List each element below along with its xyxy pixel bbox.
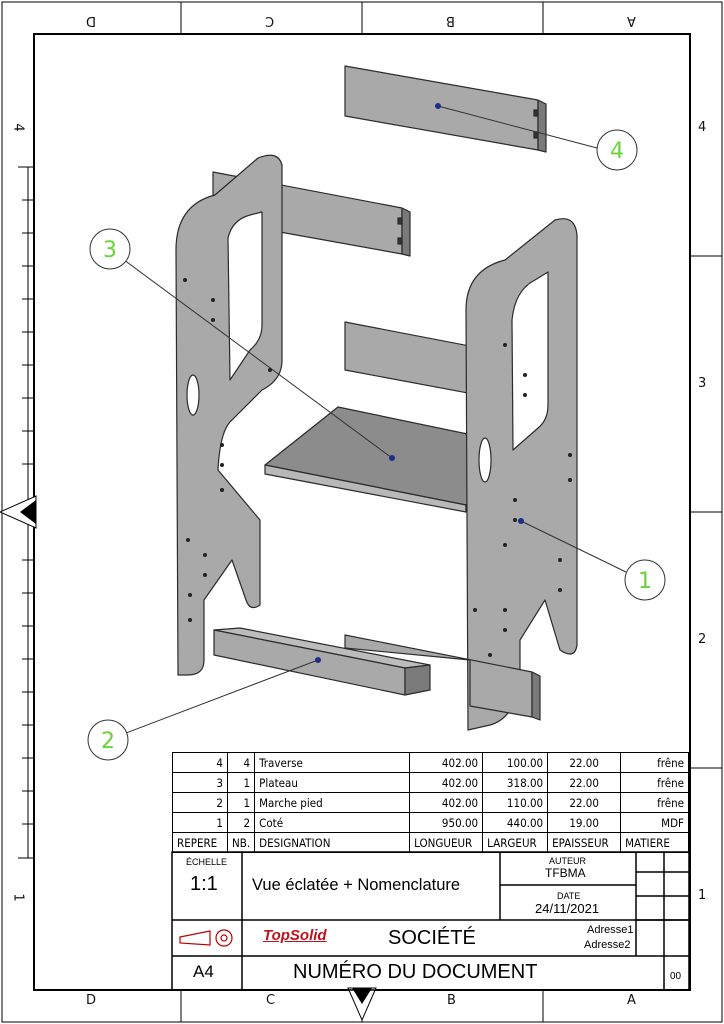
- bom-row: 1 2 Coté 950.00 440.00 19.00 MDF: [172, 812, 689, 833]
- traverse-top-right: [344, 65, 547, 153]
- bill-of-materials: 4 4 Traverse 402.00 100.00 22.00 frêne 3…: [172, 752, 689, 853]
- bom-nb: 1: [226, 772, 256, 793]
- zone-top-d: D: [86, 13, 97, 28]
- bom-largeur: 110.00: [482, 792, 549, 813]
- address-line-1: Adresse1: [587, 924, 634, 936]
- zone-bottom-d: D: [86, 993, 97, 1008]
- leader-lines: [119, 105, 627, 734]
- zone-bottom-b: B: [447, 993, 456, 1008]
- bom-header-designation: DESIGNATION: [254, 832, 411, 853]
- bom-matiere: frêne: [620, 772, 689, 793]
- projection-symbol-icon: [179, 929, 233, 947]
- bom-header-matiere: MATIERE: [620, 832, 689, 853]
- date-value: 24/11/2021: [535, 901, 600, 916]
- scale-label: ÉCHELLE: [186, 857, 228, 867]
- paper-format: A4: [193, 962, 214, 981]
- zone-right-2: 2: [698, 632, 707, 647]
- bom-designation: Marche pied: [254, 792, 411, 813]
- document-number: NUMÉRO DU DOCUMENT: [293, 961, 538, 983]
- balloon-1: [624, 559, 666, 601]
- bom-row: 4 4 Traverse 402.00 100.00 22.00 frêne: [172, 752, 689, 773]
- bom-designation: Traverse: [254, 752, 411, 773]
- balloon-2: [87, 719, 129, 761]
- bom-nb: 2: [226, 812, 256, 833]
- zone-bottom-c: C: [266, 993, 276, 1008]
- bom-header-row: REPERE NB. DESIGNATION LONGUEUR LARGEUR …: [172, 832, 689, 853]
- balloon-label-1: 1: [638, 569, 652, 594]
- bom-header-repere: REPERE: [172, 832, 228, 853]
- side-panel-right: [465, 218, 578, 731]
- bom-designation: Coté: [254, 812, 411, 833]
- bom-nb: 4: [226, 752, 256, 773]
- zone-right-1: 1: [698, 888, 707, 903]
- bom-longueur: 950.00: [409, 812, 484, 833]
- company-name: SOCIÉTÉ: [388, 927, 476, 949]
- zone-bottom-a: A: [627, 993, 636, 1008]
- centering-mark-left-fill: [20, 500, 36, 524]
- balloon-3: [89, 228, 131, 270]
- centering-mark-bottom-fill: [352, 988, 372, 1004]
- zone-right-3: 3: [698, 376, 707, 391]
- leader-dots: [315, 103, 524, 663]
- bom-largeur: 440.00: [482, 812, 549, 833]
- author-label: AUTEUR: [549, 856, 587, 866]
- zone-left-1: 1: [10, 893, 26, 902]
- balloons: [87, 129, 666, 761]
- bom-longueur: 402.00: [409, 792, 484, 813]
- zone-top-b: B: [446, 13, 455, 28]
- bom-header-largeur: LARGEUR: [482, 832, 549, 853]
- balloon-label-2: 2: [101, 729, 115, 754]
- scale-value: 1:1: [190, 873, 218, 895]
- zone-top-c: C: [265, 13, 275, 28]
- bom-epaisseur: 19.00: [547, 812, 622, 833]
- bom-designation: Plateau: [254, 772, 411, 793]
- date-label: DATE: [557, 891, 581, 901]
- zone-ticks: [180, 2, 722, 1022]
- drawing-title: Vue éclatée + Nomenclature: [252, 876, 461, 894]
- topsolid-logo: TopSolid: [263, 927, 327, 944]
- bom-epaisseur: 22.00: [547, 792, 622, 813]
- balloon-4: [596, 129, 638, 171]
- bom-matiere: frêne: [620, 792, 689, 813]
- zone-right-4: 4: [698, 120, 707, 135]
- title-block-frame: [171, 851, 690, 991]
- bom-header-longueur: LONGUEUR: [409, 832, 484, 853]
- zone-top-a: A: [627, 13, 636, 28]
- bom-repere: 2: [172, 792, 228, 813]
- bom-header-epaisseur: EPAISSEUR: [547, 832, 622, 853]
- marche-pied: [213, 627, 431, 696]
- zone-left-4: 4: [10, 123, 26, 132]
- bom-epaisseur: 22.00: [547, 752, 622, 773]
- side-panel-left: [175, 154, 283, 676]
- author-value: TFBMA: [545, 866, 586, 880]
- revision: 00: [670, 971, 682, 982]
- bom-row: 3 1 Plateau 402.00 318.00 22.00 frêne: [172, 772, 689, 793]
- bom-matiere: MDF: [620, 812, 689, 833]
- address-line-2: Adresse2: [584, 939, 631, 951]
- bom-largeur: 318.00: [482, 772, 549, 793]
- bom-repere: 4: [172, 752, 228, 773]
- bom-matiere: frêne: [620, 752, 689, 773]
- bom-row: 2 1 Marche pied 402.00 110.00 22.00 frên…: [172, 792, 689, 813]
- bom-largeur: 100.00: [482, 752, 549, 773]
- bom-repere: 1: [172, 812, 228, 833]
- bom-longueur: 402.00: [409, 752, 484, 773]
- bom-nb: 1: [226, 792, 256, 813]
- bom-longueur: 402.00: [409, 772, 484, 793]
- bom-header-nb: NB.: [226, 832, 256, 853]
- balloon-label-4: 4: [610, 139, 624, 164]
- bom-epaisseur: 22.00: [547, 772, 622, 793]
- bom-repere: 3: [172, 772, 228, 793]
- balloon-label-3: 3: [103, 238, 117, 263]
